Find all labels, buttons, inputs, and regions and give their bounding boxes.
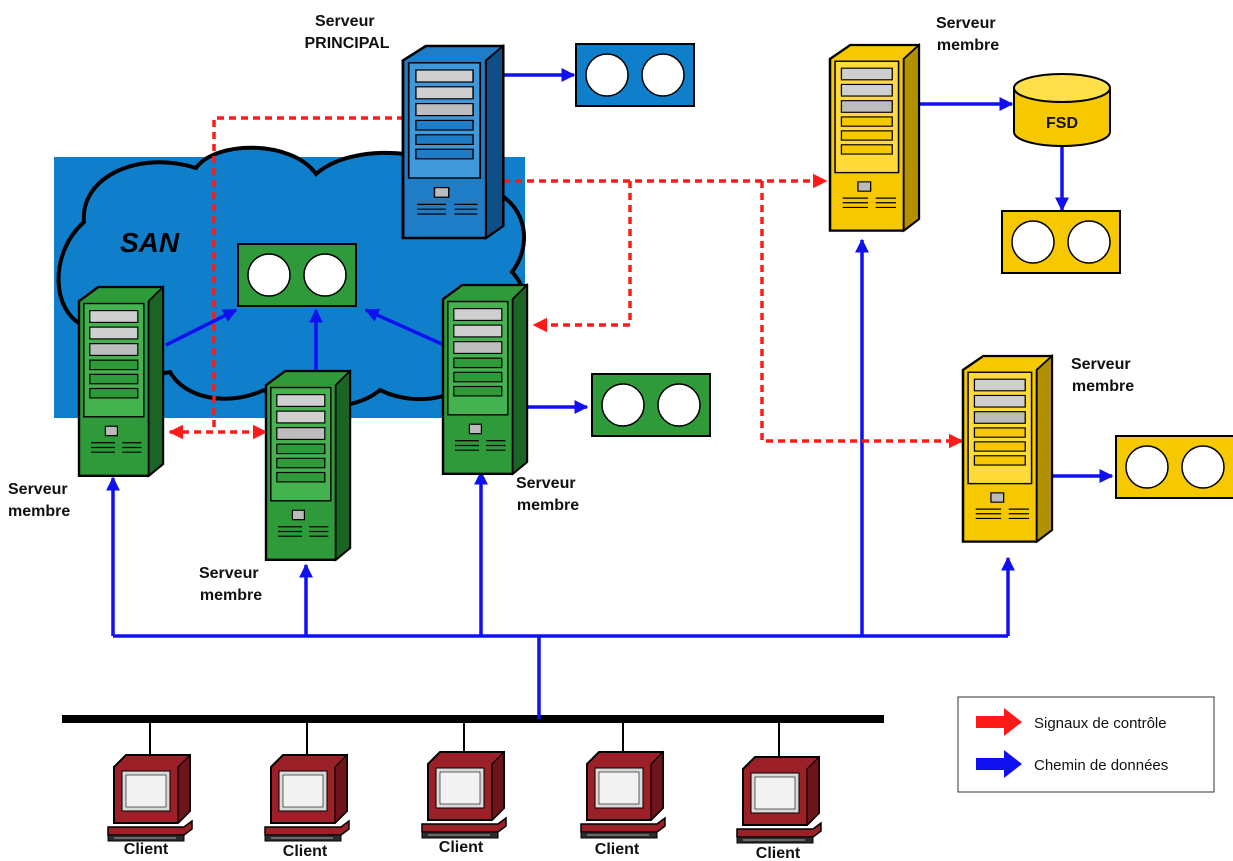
storage-icon — [1115, 435, 1233, 499]
member-server-label-left: Serveur membre — [8, 481, 72, 520]
legend: Signaux de contrôle Chemin de données — [957, 696, 1215, 793]
client-label: Client — [595, 841, 640, 858]
server-icon — [77, 285, 165, 477]
legend-control-label: Signaux de contrôle — [1034, 715, 1167, 732]
server-icon — [401, 44, 505, 240]
client-computer-icon — [736, 756, 822, 844]
client-computer-icon — [580, 751, 666, 839]
storage-icon — [1001, 210, 1121, 274]
client-label: Client — [124, 841, 169, 858]
control-arrow-icon — [976, 708, 1022, 736]
client-computer-icon — [107, 754, 193, 842]
storage-icon — [237, 243, 357, 307]
server-icon — [828, 43, 921, 232]
client-label: Client — [756, 845, 801, 861]
fsd-label: FSD — [1046, 115, 1078, 132]
storage-icon — [591, 373, 711, 437]
database-icon — [1013, 73, 1111, 147]
client-drops — [149, 719, 780, 757]
member-server-label-right: Serveur membre — [516, 475, 580, 514]
legend-data-label: Chemin de données — [1034, 757, 1168, 774]
member-server-label-yellow-top: Serveur membre — [936, 15, 1000, 54]
server-icon — [441, 283, 529, 476]
principal-server-label: Serveur PRINCIPAL — [304, 13, 389, 52]
client-computer-icon — [264, 754, 350, 842]
client-computer-icon — [421, 751, 507, 839]
member-server-label-mid: Serveur membre — [199, 565, 263, 604]
san-label: SAN — [120, 227, 180, 258]
control-signal-paths — [168, 116, 964, 449]
storage-data-paths — [165, 68, 1114, 483]
storage-icon — [575, 43, 695, 107]
server-icon — [961, 354, 1054, 543]
member-server-label-yellow-bottom: Serveur membre — [1071, 356, 1135, 395]
data-network — [106, 238, 1015, 719]
client-label: Client — [439, 839, 484, 856]
data-arrow-icon — [976, 750, 1022, 778]
client-label: Client — [283, 843, 328, 860]
server-icon — [264, 369, 352, 561]
